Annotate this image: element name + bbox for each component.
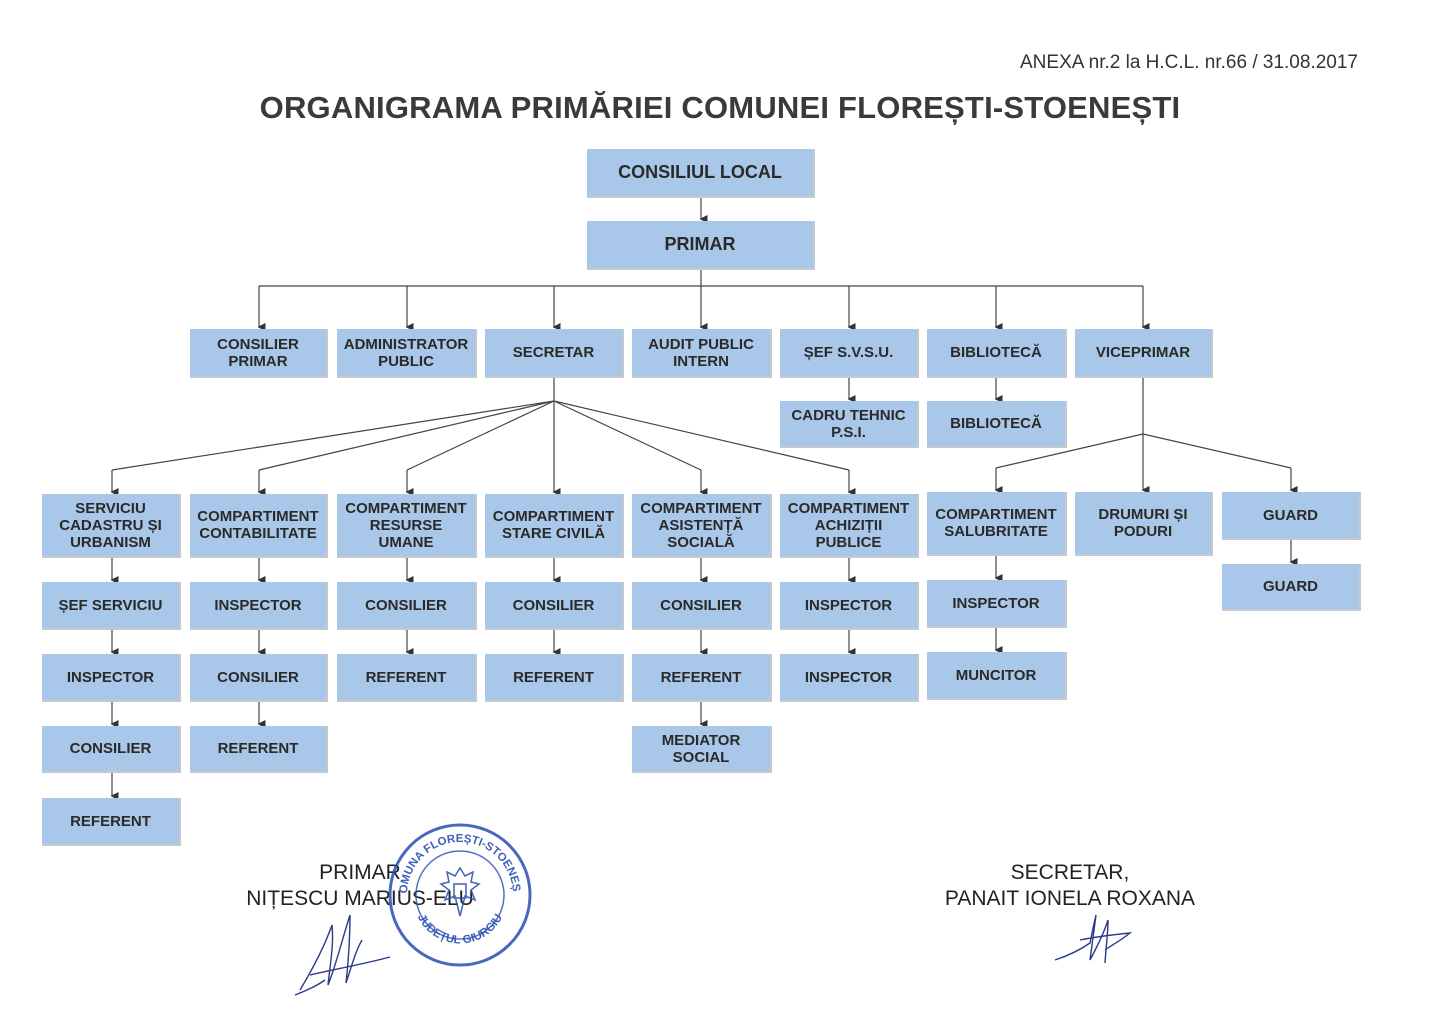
compartiment-salubritate-box: COMPARTIMENT SALUBRITATE xyxy=(927,492,1067,556)
cadru-tehnic-box: CADRU TEHNIC P.S.I. xyxy=(780,401,919,448)
compartiment-resurse-umane-box: COMPARTIMENT RESURSE UMANE xyxy=(337,494,477,558)
guard-child-box: GUARD xyxy=(1222,564,1361,611)
compartiment-stare-civila-box: COMPARTIMENT STARE CIVILĂ xyxy=(485,494,624,558)
drumuri-poduri-box: DRUMURI ȘI PODURI xyxy=(1075,492,1213,556)
asistenta-consilier-box: CONSILIER xyxy=(632,582,772,630)
stamp-top-text: COMUNA FLOREȘTI-STOENEȘTI xyxy=(385,820,522,894)
page-title: ORGANIGRAMA PRIMĂRIEI COMUNEI FLOREȘTI-S… xyxy=(259,90,1181,125)
consiliul-local-box: CONSILIUL LOCAL xyxy=(587,149,815,198)
secretar-role: SECRETAR, xyxy=(1010,861,1130,884)
guard-box: GUARD xyxy=(1222,492,1361,540)
coat-of-arms-icon xyxy=(439,866,481,917)
muncitor-box: MUNCITOR xyxy=(927,652,1067,700)
resurse-umane-referent-box: REFERENT xyxy=(337,654,477,702)
achizitii-inspector-box: INSPECTOR xyxy=(780,582,919,630)
compartiment-achizitii-box: COMPARTIMENT ACHIZIȚII PUBLICE xyxy=(780,494,919,558)
sef-svsu-box: ȘEF S.V.S.U. xyxy=(780,329,919,378)
audit-box: AUDIT PUBLIC INTERN xyxy=(632,329,772,378)
compartiment-contabilitate-box: COMPARTIMENT CONTABILITATE xyxy=(190,494,328,558)
secretar-signature-block: SECRETAR, PANAIT IONELA ROXANA xyxy=(915,860,1225,912)
administrator-public-box: ADMINISTRATOR PUBLIC xyxy=(337,329,477,378)
contabilitate-inspector-box: INSPECTOR xyxy=(190,582,328,630)
official-stamp: COMUNA FLOREȘTI-STOENEȘTI JUDEȚUL GIURGI… xyxy=(385,820,532,967)
cadastru-inspector-box: INSPECTOR xyxy=(42,654,181,702)
primar-box: PRIMAR xyxy=(587,221,815,270)
biblioteca-child-box: BIBLIOTECĂ xyxy=(927,401,1067,448)
annex-reference: ANEXA nr.2 la H.C.L. nr.66 / 31.08.2017 xyxy=(1020,52,1358,73)
asistenta-referent-box: REFERENT xyxy=(632,654,772,702)
consilier-primar-box: CONSILIER PRIMAR xyxy=(190,329,328,378)
achizitii-inspector-2-box: INSPECTOR xyxy=(780,654,919,702)
primar-role: PRIMAR xyxy=(319,861,401,884)
secretar-handwritten-signature xyxy=(1054,914,1133,964)
primar-handwritten-signature xyxy=(294,914,391,996)
salubritate-inspector-box: INSPECTOR xyxy=(927,580,1067,628)
svg-text:JUDEȚUL GIURGIU: JUDEȚUL GIURGIU xyxy=(415,912,505,946)
contabilitate-referent-box: REFERENT xyxy=(190,726,328,773)
resurse-umane-consilier-box: CONSILIER xyxy=(337,582,477,630)
secretar-box: SECRETAR xyxy=(485,329,624,378)
stamp-bottom-text: JUDEȚUL GIURGIU xyxy=(415,912,505,946)
mediator-social-box: MEDIATOR SOCIAL xyxy=(632,726,772,773)
sef-serviciu-box: ȘEF SERVICIU xyxy=(42,582,181,630)
contabilitate-consilier-box: CONSILIER xyxy=(190,654,328,702)
biblioteca-box: BIBLIOTECĂ xyxy=(927,329,1067,378)
svg-text:COMUNA FLOREȘTI-STOENEȘTI: COMUNA FLOREȘTI-STOENEȘTI xyxy=(385,820,522,894)
serviciu-cadastru-box: SERVICIU CADASTRU ȘI URBANISM xyxy=(42,494,181,558)
stare-civila-referent-box: REFERENT xyxy=(485,654,624,702)
compartiment-asistenta-sociala-box: COMPARTIMENT ASISTENȚĂ SOCIALĂ xyxy=(632,494,772,558)
cadastru-referent-box: REFERENT xyxy=(42,798,181,846)
secretar-name: PANAIT IONELA ROXANA xyxy=(944,887,1196,910)
stare-civila-consilier-box: CONSILIER xyxy=(485,582,624,630)
cadastru-consilier-box: CONSILIER xyxy=(42,726,181,773)
viceprimar-box: VICEPRIMAR xyxy=(1075,329,1213,378)
